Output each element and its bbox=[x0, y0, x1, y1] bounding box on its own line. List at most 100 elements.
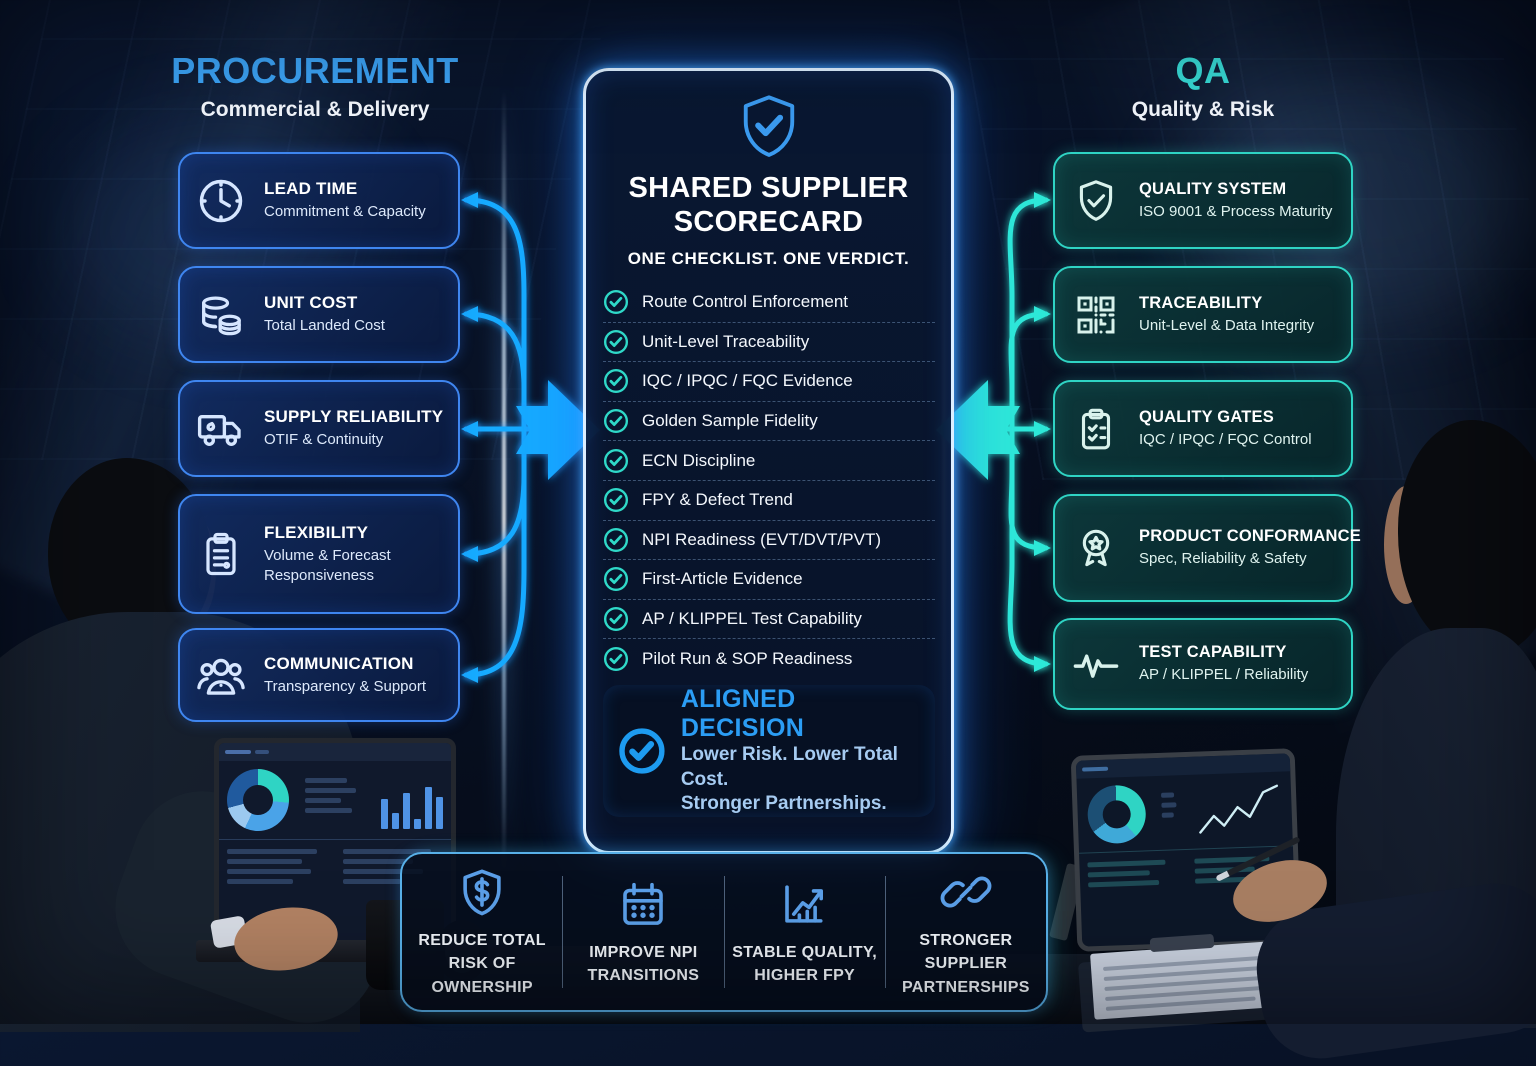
checklist-item: Golden Sample Fidelity bbox=[603, 402, 935, 442]
card-subtitle: ISO 9001 & Process Maturity bbox=[1139, 202, 1333, 220]
divider bbox=[884, 876, 886, 988]
checklist-label: Unit-Level Traceability bbox=[642, 331, 810, 351]
benefit-label-line2: PARTNERSHIPS bbox=[901, 978, 1030, 996]
checklist-item: IQC / IPQC / FQC Evidence bbox=[603, 362, 935, 402]
laptop-dashboard-header bbox=[219, 743, 451, 761]
checklist-item: AP / KLIPPEL Test Capability bbox=[603, 600, 935, 640]
shared-supplier-scorecard: SHARED SUPPLIER SCORECARD ONE CHECKLIST.… bbox=[583, 68, 954, 854]
tablet-line-chart bbox=[1199, 784, 1279, 834]
decision-line2: Stronger Partnerships. bbox=[680, 793, 887, 815]
divider bbox=[723, 876, 725, 988]
ui-placeholder bbox=[255, 750, 269, 754]
right-box-arrowheads bbox=[1034, 192, 1051, 672]
card-title: LEAD TIME bbox=[264, 179, 358, 199]
card-test-capability: TEST CAPABILITY AP / KLIPPEL / Reliabilit… bbox=[1053, 618, 1353, 710]
qa-subtitle: Quality & Risk bbox=[1131, 98, 1275, 121]
scorecard-title-line2: SCORECARD bbox=[673, 206, 864, 239]
card-unit-cost: UNIT COST Total Landed Cost bbox=[178, 266, 460, 363]
truck-icon bbox=[190, 402, 252, 456]
clock-icon bbox=[190, 175, 252, 227]
clipboard-list-icon bbox=[190, 528, 252, 580]
benefit-label-line2: TRANSITIONS bbox=[587, 967, 700, 984]
card-subtitle: Unit-Level & Data Integrity bbox=[1139, 316, 1315, 334]
check-circle-icon bbox=[603, 488, 629, 513]
card-subtitle: AP / KLIPPEL / Reliability bbox=[1139, 666, 1309, 684]
checklist-label: IQC / IPQC / FQC Evidence bbox=[642, 371, 853, 391]
checklist-item: First-Article Evidence bbox=[603, 560, 935, 600]
laptop-list-right bbox=[335, 840, 451, 893]
procurement-header: PROCUREMENT Commercial & Delivery bbox=[140, 50, 490, 122]
qr-code-icon bbox=[1065, 291, 1127, 339]
checklist-label: Pilot Run & SOP Readiness bbox=[642, 648, 853, 668]
card-subtitle: Transparency & Support bbox=[264, 677, 427, 695]
card-title: TEST CAPABILITY bbox=[1139, 643, 1287, 662]
growth-chart-icon bbox=[784, 885, 823, 923]
card-subtitle: OTIF & Continuity bbox=[264, 431, 384, 449]
card-title: PRODUCT CONFORMANCE bbox=[1139, 527, 1361, 546]
calendar-icon bbox=[623, 882, 664, 925]
link-icon bbox=[940, 876, 992, 908]
left-box-arrowheads bbox=[461, 192, 478, 683]
aligned-decision-panel: ALIGNED DECISION Lower Risk. Lower Total… bbox=[603, 685, 935, 817]
checklist-label: NPI Readiness (EVT/DVT/PVT) bbox=[642, 529, 882, 549]
checklist-label: Golden Sample Fidelity bbox=[642, 411, 818, 431]
arrow-procurement-to-center bbox=[516, 380, 600, 480]
laptop-donut-chart bbox=[227, 769, 289, 831]
check-circle-icon bbox=[603, 409, 629, 434]
check-circle-icon bbox=[603, 607, 629, 632]
checklist-item: Pilot Run & SOP Readiness bbox=[603, 639, 935, 678]
checklist-label: FPY & Defect Trend bbox=[642, 490, 793, 510]
decision-line1: Lower Risk. Lower Total Cost. bbox=[680, 743, 898, 790]
benefit-label-line2: HIGHER FPY bbox=[754, 967, 856, 984]
checklist-item: NPI Readiness (EVT/DVT/PVT) bbox=[603, 521, 935, 561]
checklist-item: Route Control Enforcement bbox=[603, 283, 935, 323]
card-title: TRACEABILITY bbox=[1139, 293, 1263, 312]
shield-dollar-icon bbox=[463, 869, 501, 916]
checklist-label: AP / KLIPPEL Test Capability bbox=[642, 609, 862, 629]
check-circle-icon bbox=[603, 646, 629, 671]
card-subtitle: Volume & Forecast Responsiveness bbox=[264, 547, 391, 584]
card-traceability: TRACEABILITY Unit-Level & Data Integrity bbox=[1053, 266, 1353, 363]
benefit-label-line1: STABLE QUALITY, bbox=[732, 943, 877, 961]
benefit-reduce-risk: REDUCE TOTAL RISK OF OWNERSHIP bbox=[402, 854, 562, 1010]
qa-title: QA bbox=[1175, 50, 1231, 91]
benefit-stable-quality: STABLE QUALITY, HIGHER FPY bbox=[725, 854, 885, 1010]
checklist-label: ECN Discipline bbox=[642, 450, 756, 470]
laptop-list-left bbox=[219, 840, 335, 893]
connector-flows bbox=[461, 192, 1051, 683]
benefit-label-line1: IMPROVE NPI bbox=[589, 943, 698, 961]
ui-placeholder bbox=[225, 750, 251, 754]
people-group-icon bbox=[190, 648, 252, 702]
check-circle-icon bbox=[603, 369, 629, 394]
divider bbox=[562, 876, 564, 988]
checklist-label: Route Control Enforcement bbox=[642, 292, 848, 312]
benefit-label-line2: RISK OF OWNERSHIP bbox=[431, 955, 533, 996]
woman-head bbox=[1398, 420, 1536, 656]
scorecard-checklist: Route Control Enforcement Unit-Level Tra… bbox=[603, 283, 935, 678]
qa-header: QA Quality & Risk bbox=[1058, 50, 1348, 122]
check-circle-icon bbox=[603, 567, 629, 592]
arrow-qa-to-center bbox=[936, 380, 1020, 480]
scorecard-title: SHARED SUPPLIER SCORECARD bbox=[586, 171, 951, 239]
benefit-label-line1: STRONGER SUPPLIER bbox=[919, 932, 1013, 973]
benefit-label-line1: REDUCE TOTAL bbox=[418, 932, 546, 950]
tablet-screen bbox=[1070, 748, 1302, 952]
check-circle-icon bbox=[603, 290, 629, 315]
card-product-conformance: PRODUCT CONFORMANCE Spec, Reliability & S… bbox=[1053, 494, 1361, 602]
card-title: UNIT COST bbox=[264, 293, 358, 313]
card-subtitle: Total Landed Cost bbox=[264, 317, 385, 335]
scorecard-title-line1: SHARED SUPPLIER bbox=[628, 172, 909, 204]
coins-icon bbox=[190, 289, 252, 341]
clipboard-check-icon bbox=[1065, 404, 1127, 454]
checklist-item: ECN Discipline bbox=[603, 441, 935, 481]
waveform-icon bbox=[1065, 638, 1127, 690]
decision-title: ALIGNED DECISION bbox=[680, 684, 805, 742]
shield-check-icon bbox=[1065, 176, 1127, 226]
card-subtitle: Spec, Reliability & Safety bbox=[1139, 550, 1307, 568]
benefit-stronger-partnerships: STRONGER SUPPLIER PARTNERSHIPS bbox=[886, 854, 1046, 1010]
